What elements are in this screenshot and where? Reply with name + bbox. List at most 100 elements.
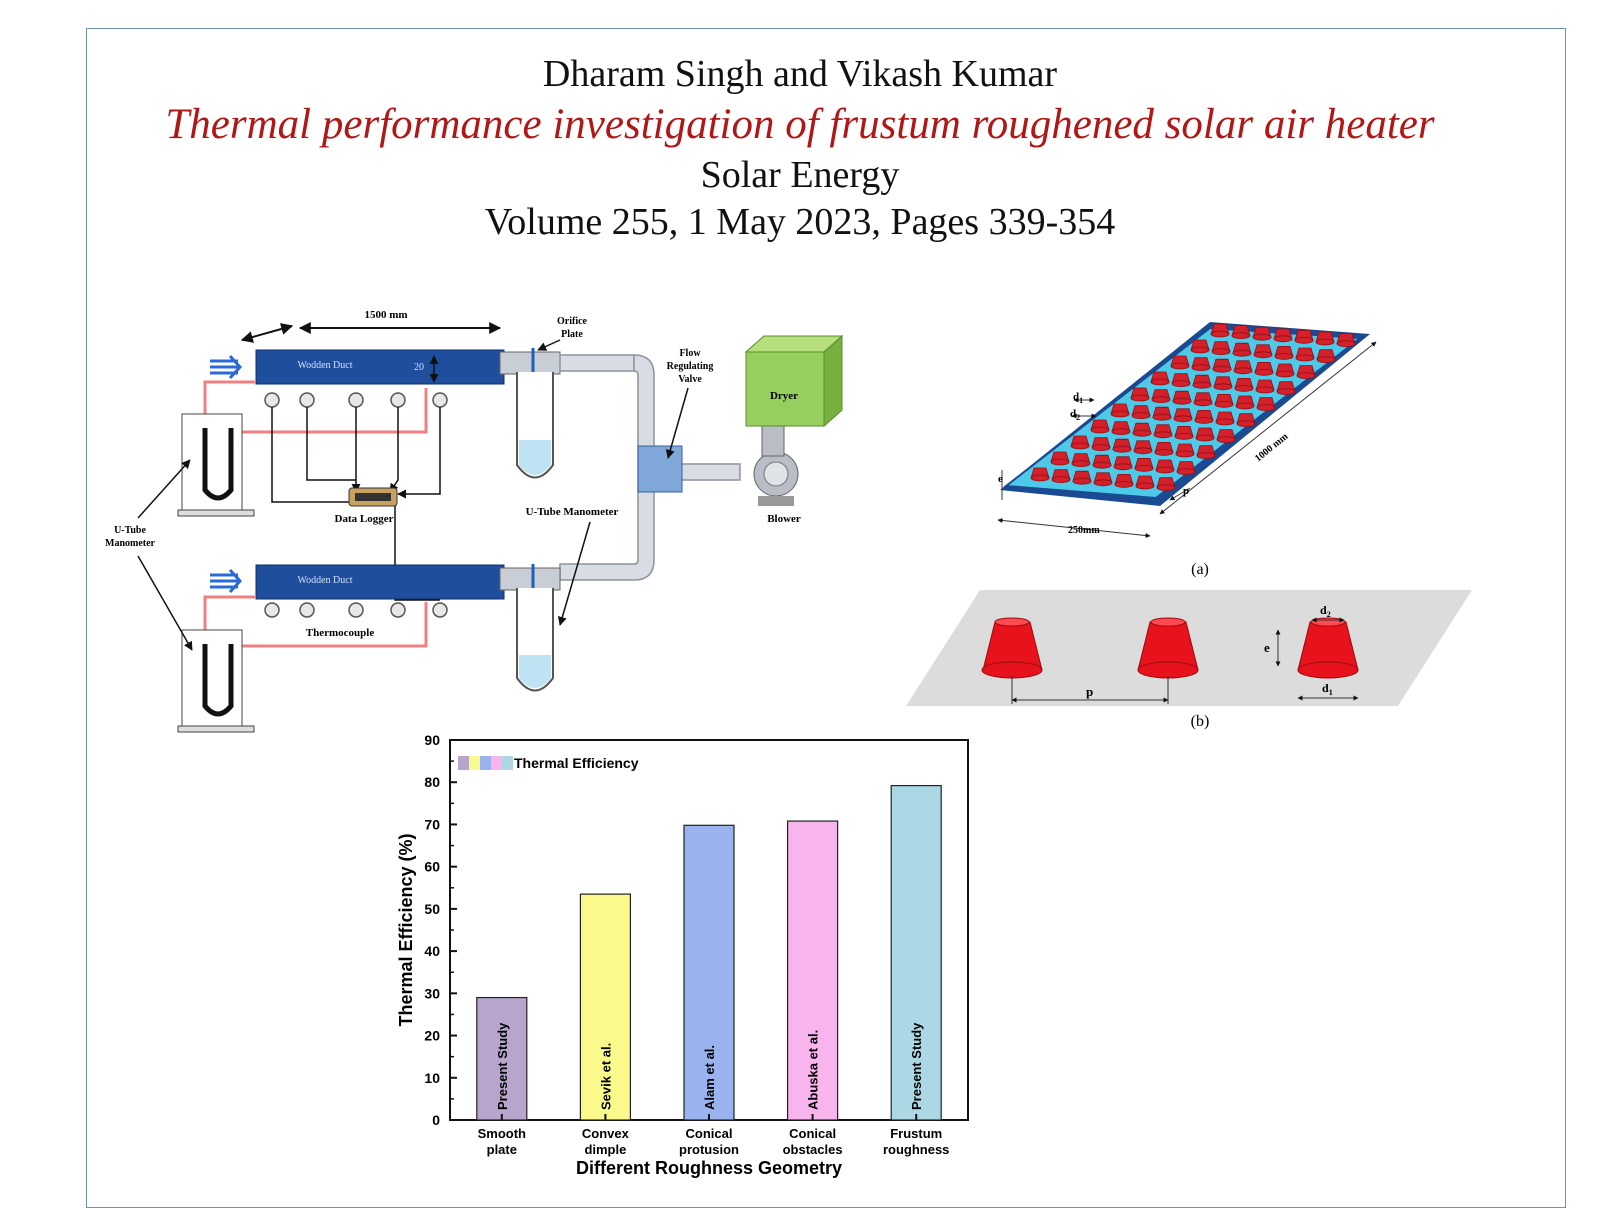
frustum-bump-base xyxy=(1231,332,1251,340)
x-tick-label: Conical xyxy=(789,1126,836,1141)
blower-label: Blower xyxy=(767,513,801,525)
y-tick-label: 0 xyxy=(432,1112,440,1128)
frustum-bump-base xyxy=(1133,447,1153,455)
y-tick-label: 20 xyxy=(424,1028,440,1044)
frustum-bump-base xyxy=(1135,482,1155,490)
top-duct-label: Wodden Duct xyxy=(297,360,352,371)
bar xyxy=(890,784,942,1121)
bar xyxy=(683,824,735,1121)
x-tick-label: plate xyxy=(487,1142,517,1157)
y-tick-label: 10 xyxy=(424,1070,440,1086)
d2-label-b: d2 xyxy=(1320,603,1331,619)
height-label: 20 xyxy=(414,362,424,373)
frustum-bump-base xyxy=(1112,445,1132,453)
data-logger-label: Data Logger xyxy=(335,513,394,525)
frustum-bump-base xyxy=(1093,479,1113,487)
bottom-duct xyxy=(255,564,505,600)
legend-swatch xyxy=(458,756,469,770)
frustum-bump-base xyxy=(1252,333,1272,341)
frustum-bump-base xyxy=(1111,428,1131,436)
frustum-bump-base xyxy=(1092,461,1112,469)
bar-label: Alam et al. xyxy=(702,1045,717,1110)
x-tick-label: Frustum xyxy=(890,1126,942,1141)
p-label-b: p xyxy=(1086,684,1093,699)
orifice-label-1: Orifice xyxy=(557,316,588,327)
y-tick-label: 90 xyxy=(424,732,440,748)
frustum-bump-base xyxy=(1072,477,1092,485)
x-tick-label: dimple xyxy=(584,1142,626,1157)
manometer-left-label-1: U-Tube xyxy=(114,525,146,536)
frustum-side-view xyxy=(981,617,1359,679)
width-dimension-arrow xyxy=(240,323,294,343)
bar-label: Sevik et al. xyxy=(598,1043,613,1110)
air-inlet-icon xyxy=(210,354,243,380)
x-tick-label: protusion xyxy=(679,1142,739,1157)
y-tick-label: 80 xyxy=(424,774,440,790)
valve-label-2: Regulating xyxy=(667,361,714,372)
frustum-bump-base xyxy=(1114,480,1134,488)
air-inlet-icon-bottom xyxy=(210,568,243,594)
x-axis-label: Different Roughness Geometry xyxy=(576,1158,842,1178)
legend-swatch xyxy=(502,756,513,770)
width-label: 250mm xyxy=(1068,525,1100,536)
thermocouple-label: Thermocouple xyxy=(306,627,375,639)
d1-label-b: d1 xyxy=(1322,681,1333,697)
paper-authors: Dharam Singh and Vikash Kumar xyxy=(542,53,1058,95)
y-tick-label: 70 xyxy=(424,816,440,832)
p-label-a: p xyxy=(1183,485,1189,497)
bar-label: Present Study xyxy=(909,1022,924,1110)
y-tick-label: 50 xyxy=(424,901,440,917)
frustum-bump-base xyxy=(1110,410,1130,418)
caption-b: (b) xyxy=(1191,713,1210,730)
frustum-bump-base xyxy=(1071,460,1091,468)
y-tick-label: 30 xyxy=(424,985,440,1001)
thermocouple-icons-bottom xyxy=(264,602,448,618)
legend-swatch xyxy=(491,756,502,770)
frustum-bump-base xyxy=(1050,458,1070,466)
caption-a: (a) xyxy=(1191,561,1209,578)
frustum-bump-base xyxy=(1070,442,1090,450)
frustum-bump-base xyxy=(1030,474,1050,482)
d1-label-a: d1 xyxy=(1073,391,1083,405)
x-tick-label: roughness xyxy=(883,1142,949,1157)
legend-label: Thermal Efficiency xyxy=(514,755,639,771)
y-tick-label: 40 xyxy=(424,943,440,959)
journal-name: Solar Energy xyxy=(700,154,900,196)
frustum-bump-base xyxy=(1090,426,1110,434)
valve-label-1: Flow xyxy=(679,348,701,359)
bar-label: Present Study xyxy=(495,1022,510,1110)
dryer-label: Dryer xyxy=(770,390,798,402)
frustum-bump-base xyxy=(1131,412,1151,420)
manometer-left-label-2: Manometer xyxy=(105,538,156,549)
x-tick-label: Smooth xyxy=(478,1126,526,1141)
y-tick-label: 60 xyxy=(424,859,440,875)
valve-label-3: Valve xyxy=(678,374,702,385)
manometer-right-label: U-Tube Manometer xyxy=(526,506,619,518)
legend-swatch xyxy=(480,756,491,770)
length-label: 1500 mm xyxy=(364,309,407,321)
frustum-bump-base xyxy=(1210,330,1230,338)
bar-label: Abuska et al. xyxy=(806,1030,821,1110)
frustum-bump-base xyxy=(1134,464,1154,472)
e-label-b: e xyxy=(1264,640,1270,655)
frustum-bump-base xyxy=(1130,394,1150,402)
frustum-bump-base xyxy=(1113,463,1133,471)
orifice-label-2: Plate xyxy=(561,329,583,340)
paper-title: Thermal performance investigation of fru… xyxy=(165,101,1435,148)
frustum-bump-base xyxy=(1132,429,1152,437)
frustum-bump-base xyxy=(1051,476,1071,484)
d2-label-a: d2 xyxy=(1070,408,1080,422)
flow-valve-icon xyxy=(637,445,683,493)
bottom-duct-label: Wodden Duct xyxy=(297,575,352,586)
top-duct xyxy=(255,349,505,385)
bar xyxy=(579,893,632,1121)
e-label-a: e xyxy=(998,473,1003,485)
x-tick-label: Convex xyxy=(582,1126,630,1141)
x-tick-label: obstacles xyxy=(783,1142,843,1157)
legend-swatch xyxy=(469,756,480,770)
frustum-bump-base xyxy=(1091,444,1111,452)
x-tick-label: Conical xyxy=(686,1126,733,1141)
